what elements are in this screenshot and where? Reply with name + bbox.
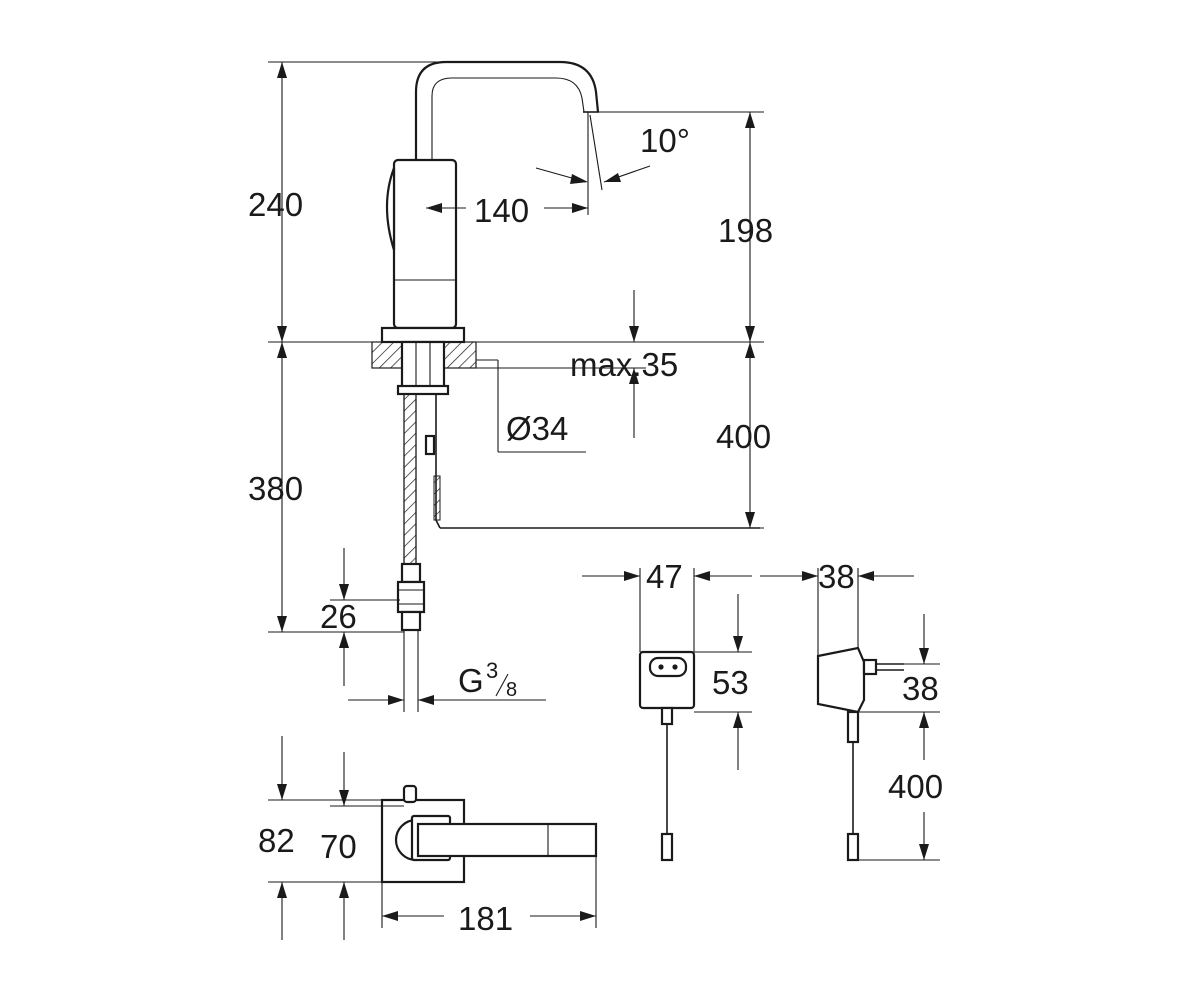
faucet-dimension-lines (268, 61, 764, 705)
dim-70: 70 (320, 828, 357, 865)
dim-400-cable: 400 (716, 418, 771, 455)
power-box (582, 568, 752, 862)
dim-38-width: 38 (818, 558, 855, 595)
dimension-labels: 240 140 10° 198 max.35 Ø34 400 380 26 G … (248, 122, 943, 937)
dim-max-35: max.35 (570, 346, 678, 383)
dim-181: 181 (458, 900, 513, 937)
dim-82: 82 (258, 822, 295, 859)
thread-denominator: 8 (506, 679, 517, 701)
power-adapter (760, 568, 940, 862)
thread-numerator: 3 (486, 658, 498, 683)
dim-380: 380 (248, 470, 303, 507)
dim-diameter-34: Ø34 (506, 410, 568, 447)
thread-letter: G (458, 662, 484, 699)
dim-240: 240 (248, 186, 303, 223)
dim-thread-g-3-8: G 3 8 (458, 658, 517, 701)
dim-10-degree: 10° (640, 122, 690, 159)
dim-53: 53 (712, 664, 749, 701)
dim-38-height: 38 (902, 670, 939, 707)
dim-400-adapter: 400 (888, 768, 943, 805)
dim-47: 47 (646, 558, 683, 595)
faucet-side-view (371, 60, 760, 712)
faucet-top-view (268, 736, 598, 940)
dim-26: 26 (320, 598, 357, 635)
dim-140: 140 (474, 192, 529, 229)
dim-198: 198 (718, 212, 773, 249)
